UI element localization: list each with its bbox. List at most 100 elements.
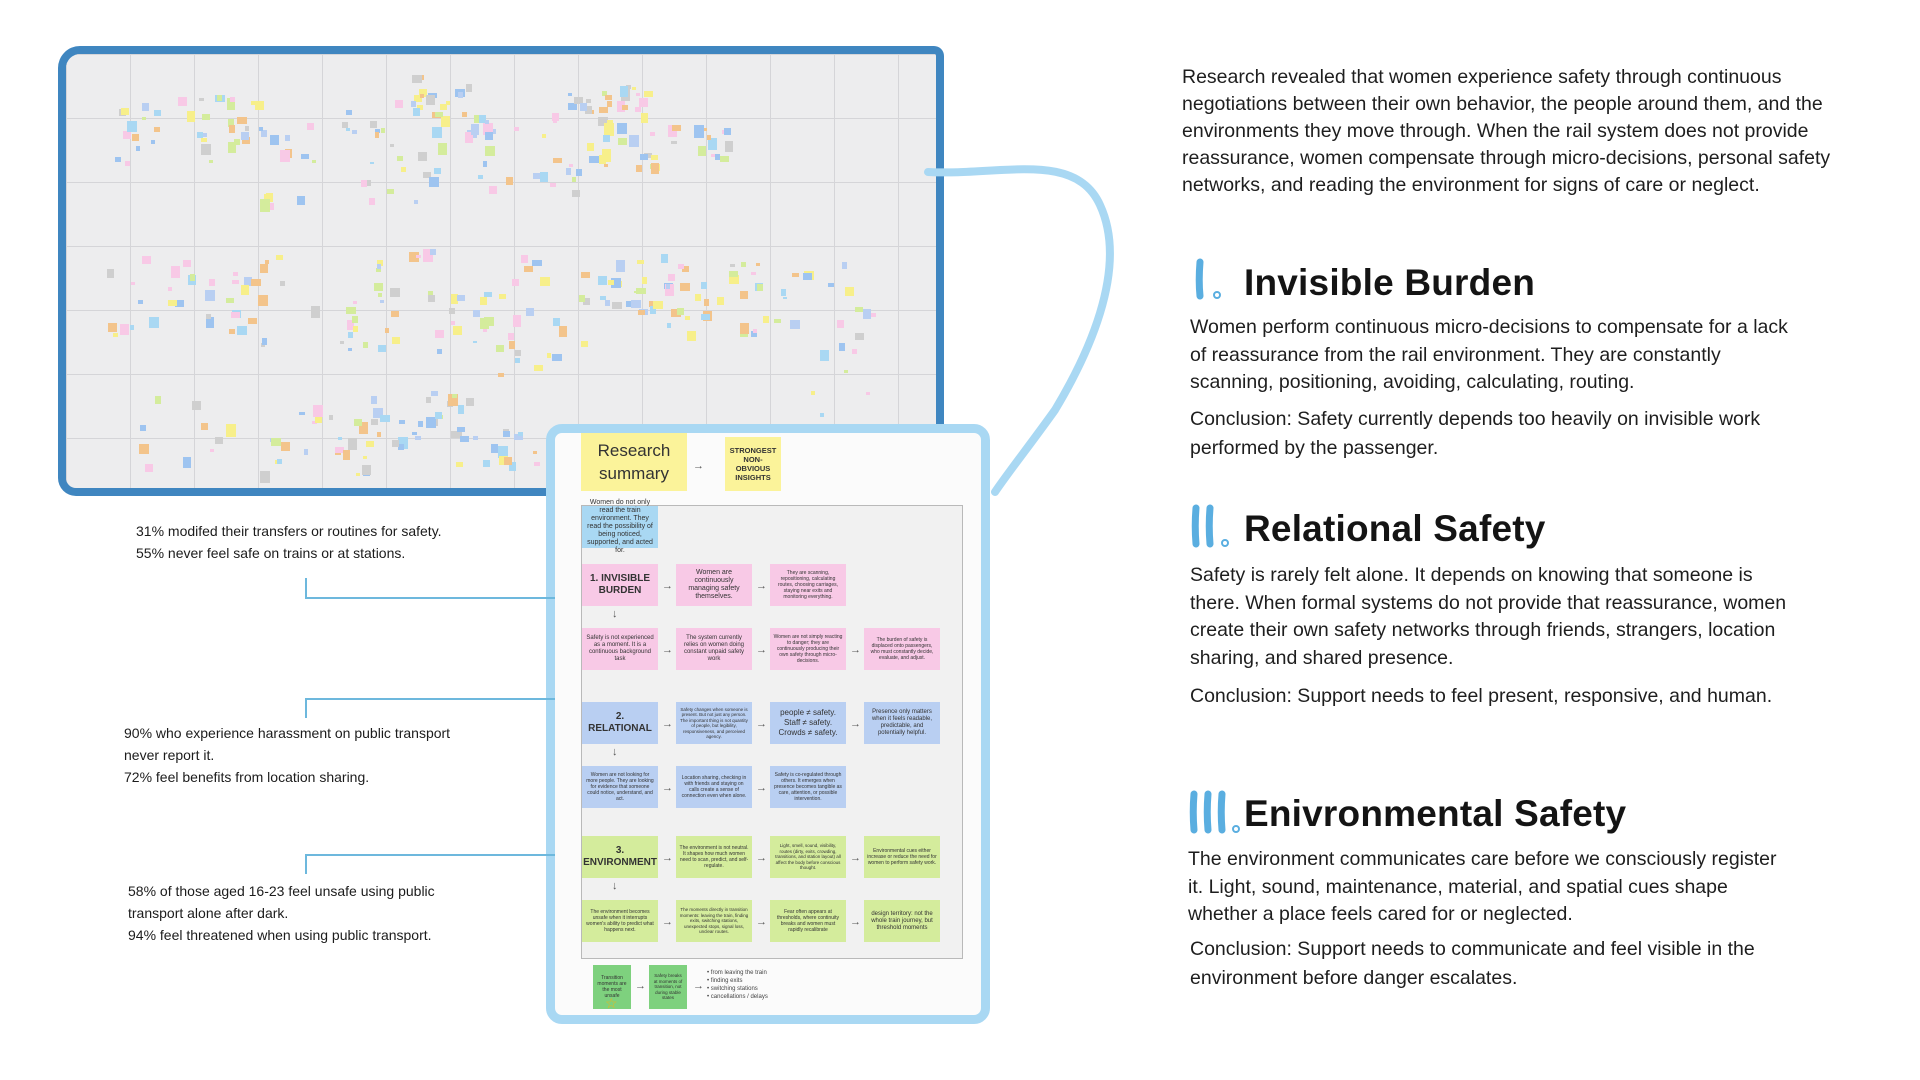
board-sticky <box>496 344 505 352</box>
burden-note: Women are continuously managing safety t… <box>676 564 752 606</box>
board-sticky <box>353 418 362 426</box>
board-sticky <box>568 92 573 96</box>
board-sticky <box>139 443 150 454</box>
board-sticky <box>612 301 623 309</box>
board-sticky <box>391 310 400 318</box>
board-sticky <box>229 328 235 334</box>
stat-line: never report it. <box>124 747 215 763</box>
board-sticky <box>549 182 556 188</box>
board-sticky <box>521 254 529 263</box>
board-sticky <box>644 153 653 158</box>
board-sticky <box>232 279 240 285</box>
board-sticky <box>244 126 249 131</box>
board-sticky <box>428 294 436 303</box>
board-sticky <box>450 320 455 325</box>
board-sticky <box>151 139 156 145</box>
board-sticky <box>413 95 422 102</box>
leader-line <box>305 597 555 599</box>
board-sticky <box>503 457 512 465</box>
stat-line: 90% who experience harassment on public … <box>124 725 451 741</box>
board-sticky <box>600 295 607 301</box>
board-sticky <box>362 342 368 349</box>
environment-note: Light, smell, sound, visibility, routes … <box>770 836 846 878</box>
board-sticky <box>148 317 159 328</box>
relational-note: Safety is co-regulated through others. I… <box>770 766 846 808</box>
board-sticky <box>466 84 473 92</box>
environment-note: Fear often appears at thresholds, where … <box>770 900 846 942</box>
board-sticky <box>571 189 580 198</box>
board-sticky <box>456 295 465 301</box>
leader-line <box>305 698 307 718</box>
arrow-icon: → <box>693 980 704 992</box>
board-sticky <box>756 284 763 291</box>
board-sticky <box>379 300 384 304</box>
board-sticky <box>483 316 494 326</box>
board-sticky <box>214 437 223 445</box>
board-sticky <box>628 134 639 147</box>
board-sticky <box>123 131 132 140</box>
board-sticky <box>664 284 674 296</box>
conclusion-label: Conclusion: <box>1190 685 1292 707</box>
board-sticky <box>377 431 382 438</box>
board-sticky <box>583 297 591 305</box>
board-sticky <box>515 358 521 363</box>
board-sticky <box>565 168 571 175</box>
board-sticky <box>667 274 675 282</box>
board-sticky <box>751 330 758 338</box>
conclusion-text: Support needs to feel present, responsiv… <box>1291 685 1773 707</box>
board-sticky <box>395 99 404 108</box>
board-sticky <box>639 97 649 108</box>
board-sticky <box>131 134 139 141</box>
board-sticky <box>411 75 422 84</box>
arrow-icon: → <box>662 718 673 730</box>
board-sticky <box>693 124 704 138</box>
stat-group-1: 31% modifed their transfers or routines … <box>136 520 442 564</box>
board-sticky <box>243 277 252 286</box>
footer-list-item: • switching stations <box>707 986 758 992</box>
board-sticky <box>553 119 558 123</box>
board-sticky <box>135 145 140 151</box>
board-sticky <box>373 283 383 291</box>
board-sticky <box>507 333 514 341</box>
relational-note: Safety changes when someone is present. … <box>676 702 752 744</box>
leader-line <box>305 578 307 598</box>
board-sticky <box>377 292 382 297</box>
insight-body: The environment communicates care before… <box>1188 848 1777 925</box>
board-sticky <box>338 437 343 441</box>
board-sticky <box>666 323 671 329</box>
board-sticky <box>392 439 400 447</box>
board-sticky <box>479 297 487 305</box>
board-sticky <box>485 131 494 140</box>
board-sticky <box>604 163 609 168</box>
board-sticky <box>626 84 632 90</box>
board-sticky <box>347 320 355 330</box>
board-sticky <box>810 390 815 395</box>
board-sticky <box>572 176 577 182</box>
arrow-icon: → <box>756 852 767 864</box>
board-sticky <box>145 463 154 472</box>
board-sticky <box>532 172 540 179</box>
board-sticky <box>108 323 118 332</box>
board-sticky <box>182 456 191 468</box>
board-sticky <box>171 266 181 278</box>
board-sticky <box>226 424 237 437</box>
board-sticky <box>540 171 549 183</box>
board-sticky <box>276 254 284 260</box>
board-sticky <box>417 420 423 428</box>
leader-line <box>305 854 555 856</box>
board-sticky <box>740 322 750 334</box>
board-sticky <box>389 144 394 147</box>
board-sticky <box>707 138 717 150</box>
board-sticky <box>491 128 497 134</box>
arrow-icon: → <box>635 980 646 992</box>
board-sticky <box>616 260 626 273</box>
board-sticky <box>452 394 458 398</box>
board-sticky <box>242 137 251 144</box>
arrow-icon: → <box>850 852 861 864</box>
board-sticky <box>217 95 223 101</box>
board-sticky <box>120 107 129 116</box>
board-sticky <box>456 461 464 468</box>
board-sticky <box>445 100 450 105</box>
board-sticky <box>756 263 761 266</box>
arrow-icon: → <box>662 580 673 592</box>
